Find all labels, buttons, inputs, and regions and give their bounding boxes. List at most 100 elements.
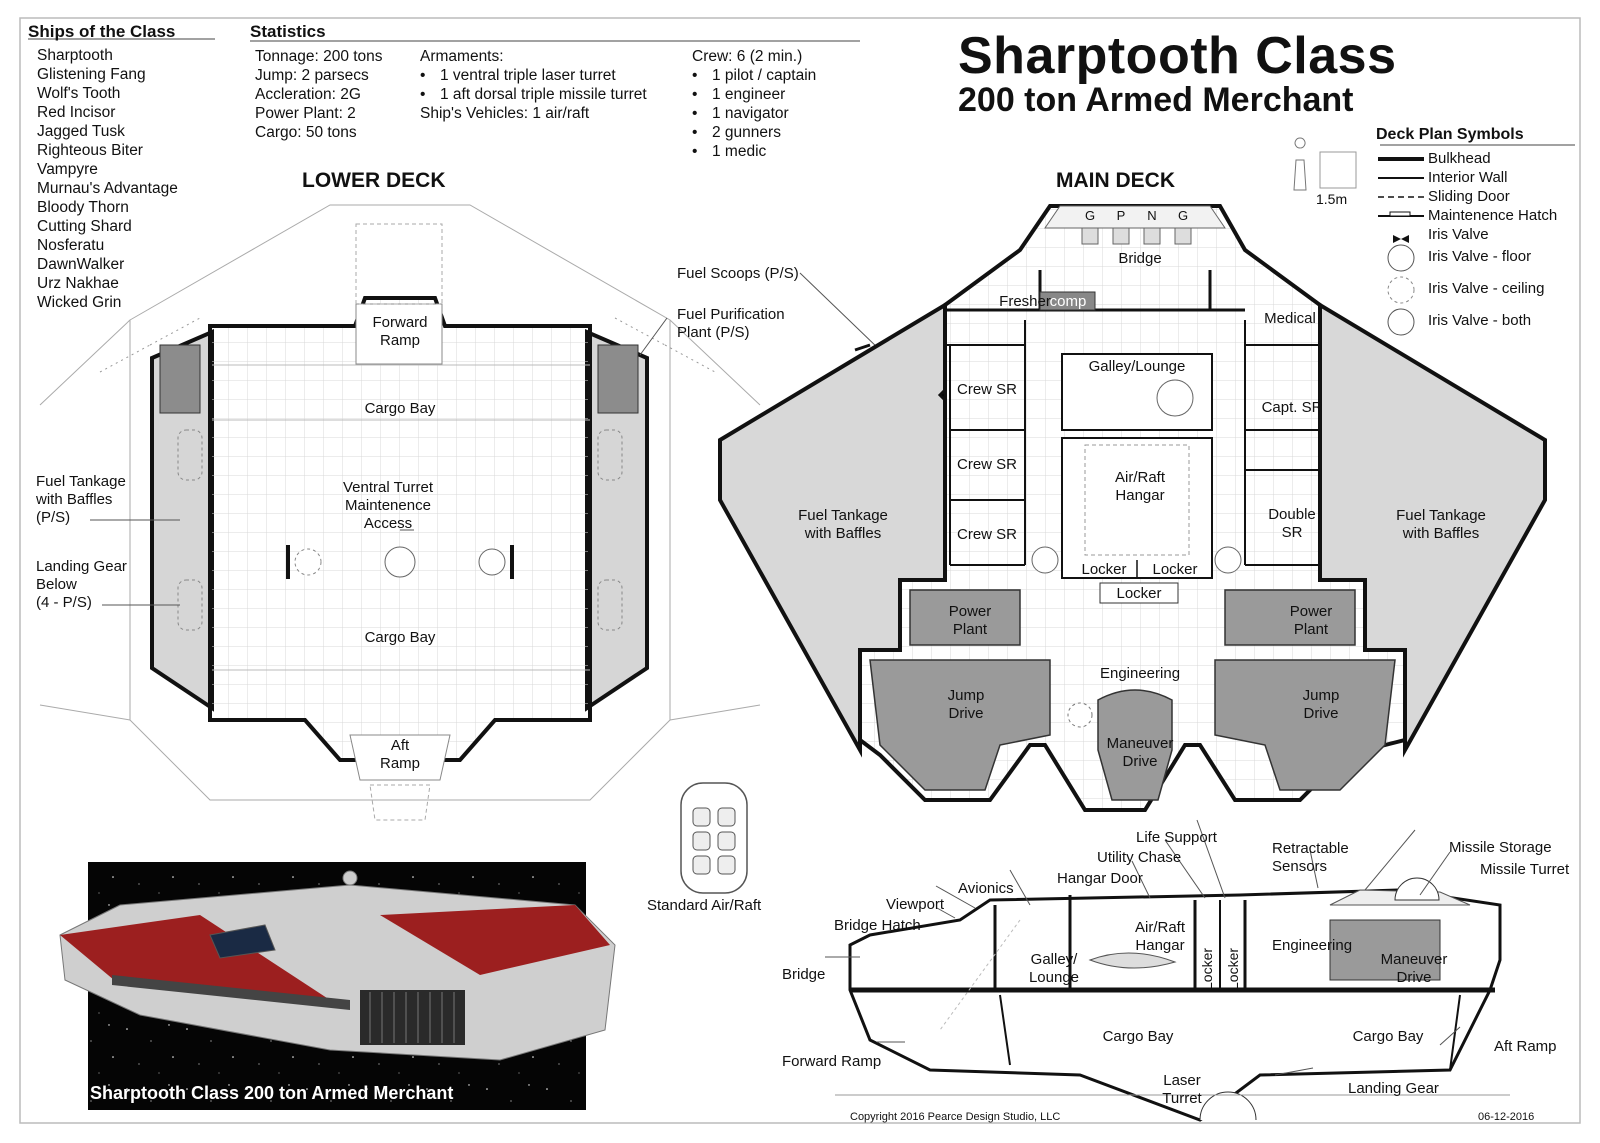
- crew-heading: Crew: 6 (2 min.): [692, 48, 803, 65]
- ship-name: Urz Nakhae: [37, 275, 119, 292]
- ship-name: Glistening Fang: [37, 66, 146, 83]
- title-line-1: Sharptooth Class: [958, 27, 1397, 85]
- lower-deck-heading: LOWER DECK: [302, 169, 446, 192]
- page-frame: [19, 17, 1581, 1124]
- crew-sr-1-label: Crew SR: [956, 381, 1018, 398]
- ship-name: DawnWalker: [37, 256, 125, 273]
- locker-left-label: Locker: [1081, 561, 1127, 578]
- ship-name: Vampyre: [37, 161, 98, 178]
- galley-label: Galley/Lounge: [1088, 358, 1186, 375]
- avionics-label: Avionics: [958, 880, 1014, 897]
- armament-item: 1 aft dorsal triple missile turret: [418, 85, 647, 104]
- symbol-item: Bulkhead: [1428, 150, 1491, 167]
- symbol-item: Iris Valve: [1428, 226, 1489, 243]
- copyright-text: Copyright 2016 Pearce Design Studio, LLC: [850, 1111, 1061, 1123]
- fresher-label: Fresher: [999, 293, 1051, 310]
- armaments-heading: Armaments:: [420, 48, 504, 65]
- crew-item: 2 gunners: [690, 123, 816, 142]
- statistics-heading: Statistics: [250, 22, 326, 41]
- station-g2: G: [1177, 208, 1189, 223]
- symbol-item: Maintenence Hatch: [1428, 207, 1558, 224]
- missile-turret-label: Missile Turret: [1480, 861, 1570, 878]
- ships-heading: Ships of the Class: [28, 22, 176, 41]
- lower-deck-plan: [39, 204, 761, 821]
- symbol-item: Interior Wall: [1428, 169, 1508, 186]
- ship-name: Nosferatu: [37, 237, 105, 254]
- stat-line: Jump: 2 parsecs: [255, 67, 369, 84]
- crew-item: 1 navigator: [690, 104, 816, 123]
- station-n: N: [1147, 208, 1157, 223]
- symbol-item: Sliding Door: [1428, 188, 1510, 205]
- locker-center-label: Locker: [1116, 585, 1162, 602]
- armament-item: 1 ventral triple laser turret: [418, 66, 647, 85]
- ship-name: Wolf's Tooth: [37, 85, 121, 102]
- air-raft-sketch: [680, 782, 748, 894]
- hangar-door-label: Hangar Door: [1057, 870, 1143, 887]
- ship-name: Sharptooth: [37, 47, 113, 64]
- leader-lines: [90, 272, 881, 606]
- symbol-item: Iris Valve - ceiling: [1428, 280, 1545, 297]
- medical-label: Medical: [1264, 310, 1316, 327]
- crew-item: 1 pilot / captain: [690, 66, 816, 85]
- bridge-hatch-label: Bridge Hatch: [834, 917, 921, 934]
- station-p: P: [1116, 208, 1126, 223]
- title-line-2: 200 ton Armed Merchant: [958, 81, 1354, 119]
- date-text: 06-12-2016: [1478, 1111, 1535, 1123]
- bridge-label: Bridge: [1118, 250, 1162, 267]
- crew-sr-3-label: Crew SR: [956, 526, 1018, 543]
- render-caption: Sharptooth Class 200 ton Armed Merchant: [90, 1083, 454, 1103]
- armaments-list: 1 ventral triple laser turret1 aft dorsa…: [418, 66, 647, 104]
- capt-sr-label: Capt. SR: [1261, 399, 1323, 416]
- vehicles-line: Ship's Vehicles: 1 air/raft: [420, 105, 590, 122]
- crew-item: 1 medic: [690, 142, 816, 161]
- symbols-heading: Deck Plan Symbols: [1376, 126, 1524, 143]
- fuel-scoops-label: Fuel Scoops (P/S): [677, 265, 799, 282]
- main-deck-heading: MAIN DECK: [1056, 169, 1175, 192]
- ship-name: Wicked Grin: [37, 294, 122, 311]
- main-deck-plan: [718, 204, 1547, 812]
- locker-right-label: Locker: [1152, 561, 1198, 578]
- missile-storage-label: Missile Storage: [1449, 839, 1552, 856]
- symbol-item: Iris Valve - floor: [1428, 248, 1532, 265]
- stat-line: Cargo: 50 tons: [255, 124, 357, 141]
- ship-name: Bloody Thorn: [37, 199, 129, 216]
- scale-label: 1.5m: [1316, 191, 1348, 207]
- viewport-label: Viewport: [886, 896, 945, 913]
- utility-chase-label: Utility Chase: [1097, 849, 1182, 866]
- profile-locker-1-label: Locker: [1199, 947, 1215, 990]
- ship-name: Murnau's Advantage: [37, 180, 178, 197]
- ship-name: Red Incisor: [37, 104, 116, 121]
- aft-ramp-profile-label: Aft Ramp: [1494, 1038, 1557, 1055]
- comp-label: comp: [1049, 293, 1087, 310]
- profile-locker-2-label: Locker: [1225, 947, 1241, 990]
- ship-name: Jagged Tusk: [37, 123, 125, 140]
- ship-name: Cutting Shard: [37, 218, 132, 235]
- profile-bridge-label: Bridge: [782, 966, 826, 983]
- symbol-legend: [1293, 137, 1424, 336]
- cargo-bay-upper-label: Cargo Bay: [364, 400, 436, 417]
- stat-line: Accleration: 2G: [255, 86, 361, 103]
- ship-name: Righteous Biter: [37, 142, 143, 159]
- ship-profile: [848, 877, 1502, 1122]
- profile-galley-label: Galley/Lounge: [1028, 951, 1080, 986]
- ship-render: [59, 862, 616, 1110]
- landing-gear-profile-label: Landing Gear: [1348, 1080, 1439, 1097]
- cargo-bay-lower-label: Cargo Bay: [364, 629, 436, 646]
